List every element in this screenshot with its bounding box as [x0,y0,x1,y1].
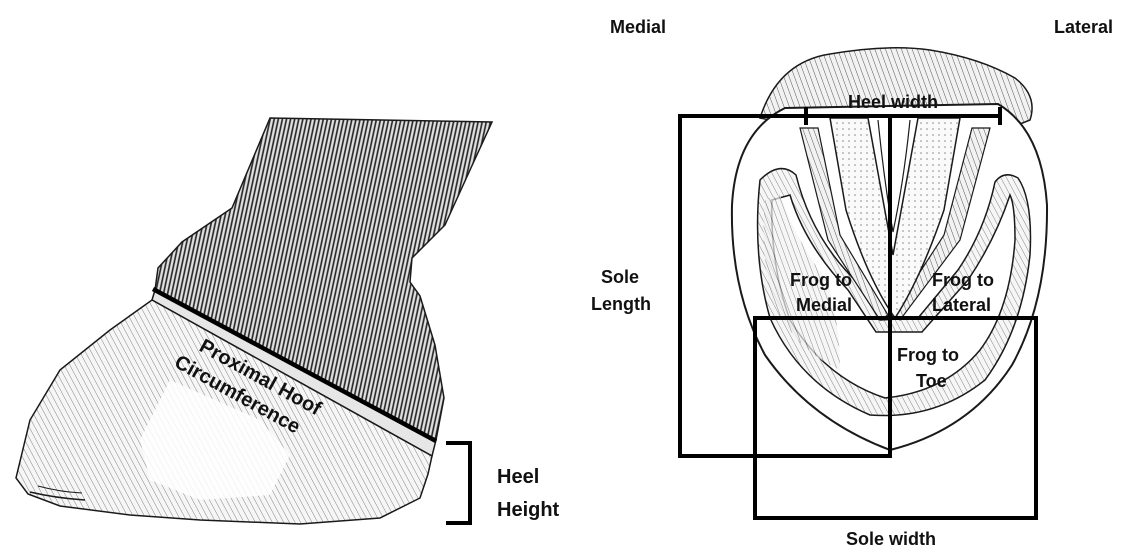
heel-height-label-line1: Heel [497,466,539,488]
frog-to-toe-label-line1: Frog to [897,345,959,365]
frog-to-medial-label-line1: Frog to [790,270,852,290]
sole-length-label-line2: Length [591,294,651,314]
heel-height-bracket [446,443,470,523]
heel-width-label: Heel width [848,92,938,112]
heel-height-label-line2: Height [497,499,560,521]
frog-to-lateral-label-line1: Frog to [932,270,994,290]
frog-to-medial-label-line2: Medial [796,295,852,315]
frog-to-lateral-label-line2: Lateral [932,295,991,315]
lateral-hoof-illustration [16,118,492,524]
medial-label: Medial [610,17,666,37]
sole-width-label: Sole width [846,529,936,549]
sole-length-label-line1: Sole [601,267,639,287]
lateral-label: Lateral [1054,17,1113,37]
frog-to-toe-label-line2: Toe [916,371,947,391]
